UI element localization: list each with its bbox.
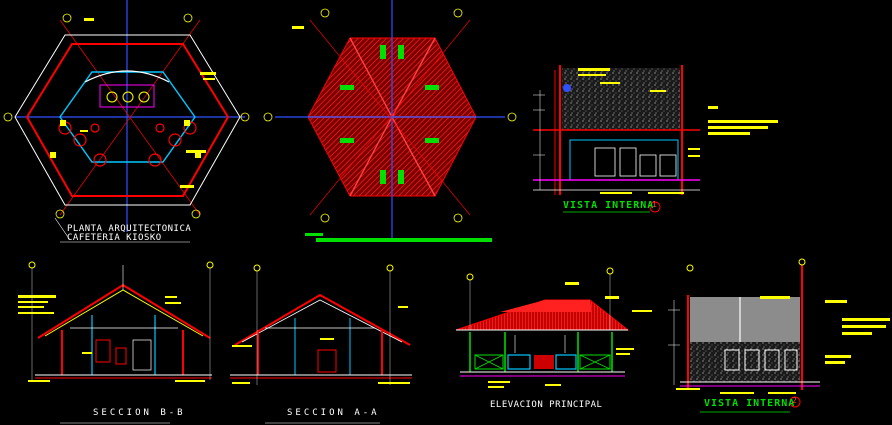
- interior-view-2: [668, 258, 890, 413]
- section-bb-title: SECCION B-B: [93, 408, 186, 418]
- interior-view-2-title: VISTA INTERNA: [704, 398, 796, 409]
- section-aa-title: SECCION A-A: [287, 408, 380, 418]
- floor-plan-title: PLANTA ARQUITECTONICA: [67, 224, 192, 234]
- interior-view-1: [533, 65, 778, 213]
- interior-view-2-number: 2: [792, 396, 798, 405]
- section-bb: [18, 261, 214, 424]
- roof-plan: [263, 0, 517, 242]
- main-elevation: [455, 267, 652, 388]
- section-aa: [230, 264, 412, 424]
- floor-plan: [3, 0, 250, 243]
- floor-plan-subtitle: CAFETERIA KIOSKO: [67, 233, 162, 243]
- interior-view-1-number: 1: [652, 200, 658, 209]
- main-elevation-title: ELEVACION PRINCIPAL: [490, 400, 603, 410]
- interior-view-1-title: VISTA INTERNA: [563, 200, 655, 211]
